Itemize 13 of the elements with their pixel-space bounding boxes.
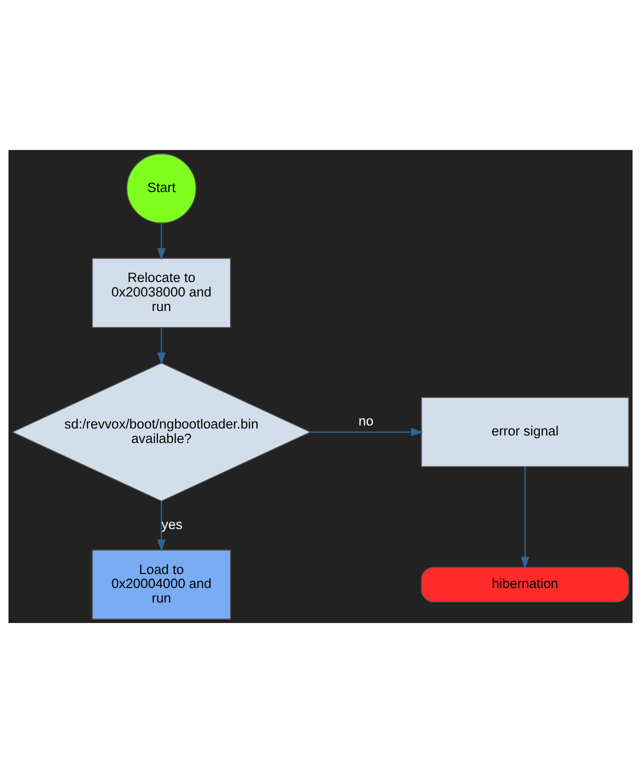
node-box: Relocate to 0x20038000 and run bbox=[92, 257, 231, 328]
edge-label: no bbox=[358, 413, 374, 428]
edge-label: yes bbox=[162, 516, 182, 532]
arrow bbox=[157, 327, 166, 364]
node-box: error signal bbox=[420, 396, 630, 467]
node-circle: Start bbox=[126, 152, 196, 223]
node-box: hibernation bbox=[420, 566, 630, 602]
node-diamond: sd:/revvox/boot/ngbootloader.bin available? bbox=[11, 362, 312, 502]
arrow bbox=[520, 466, 530, 569]
arrow bbox=[157, 222, 166, 260]
arrow bbox=[157, 500, 166, 552]
node-box: Load to 0x20004000 and run bbox=[92, 549, 231, 620]
arrow bbox=[310, 427, 424, 436]
